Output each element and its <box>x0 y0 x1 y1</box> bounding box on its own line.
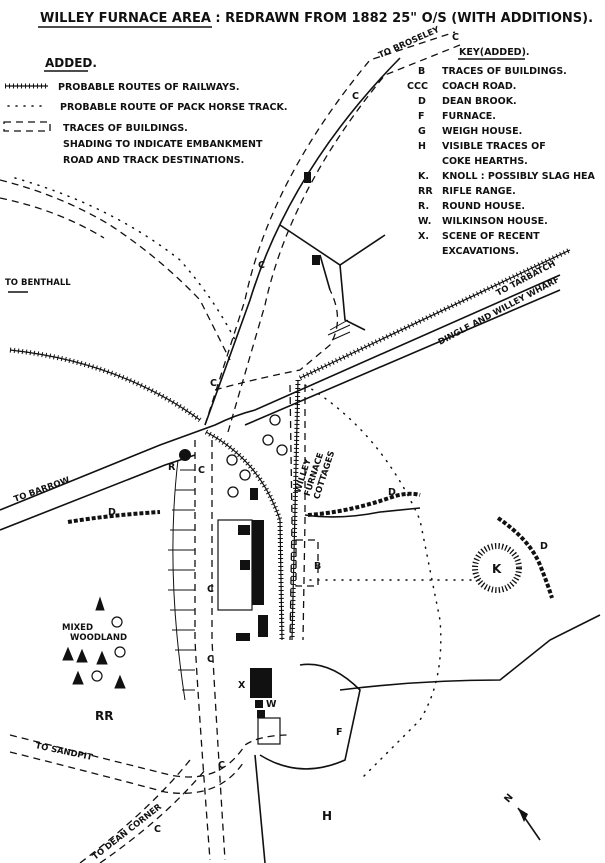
key-text: RIFLE RANGE. <box>442 186 516 197</box>
map-letter-c-5: C <box>198 465 205 476</box>
key-text: DEAN BROOK. <box>442 96 517 107</box>
woodland-trees <box>62 596 126 689</box>
legend-item-destinations: ROAD AND TRACK DESTINATIONS. <box>63 155 244 166</box>
key-text: EXCAVATIONS. <box>442 246 519 257</box>
map-letter-r: R <box>168 462 176 473</box>
dean-brook-west <box>67 510 161 524</box>
key-code: R. <box>418 201 429 212</box>
map-title: WILLEY FURNACE AREA : REDRAWN FROM 1882 … <box>40 11 593 26</box>
key-code: G <box>418 126 426 137</box>
map-letter-d-1: D <box>108 507 116 518</box>
map-letter-c-4: C <box>210 378 217 389</box>
key-text: ROUND HOUSE. <box>442 201 525 212</box>
map-key: KEY(ADDED). <box>458 47 530 60</box>
key-text: WEIGH HOUSE. <box>442 126 522 137</box>
label-to-barrow: TO BARROW <box>13 475 72 505</box>
map-letter-c-6: C <box>207 584 214 595</box>
key-code: K. <box>418 171 429 182</box>
key-text: COKE HEARTHS. <box>442 156 528 167</box>
key-code: X. <box>418 231 429 242</box>
map-letter-c-9: C <box>154 824 161 835</box>
knoll-hachure: K <box>472 543 522 593</box>
map-letter-c-8: C <box>218 760 225 771</box>
map-letter-k: K <box>492 562 502 576</box>
legend-item-railways: PROBABLE ROUTES OF RAILWAYS. <box>58 82 239 93</box>
legend-item-traces: TRACES OF BUILDINGS. <box>63 123 188 134</box>
map-letter-h: H <box>322 809 332 823</box>
map-letter-c-2: C <box>452 32 459 43</box>
dean-brook-knoll <box>496 516 554 599</box>
key-text: KNOLL : POSSIBLY SLAG HEA <box>442 171 596 182</box>
pack-horse-tracks <box>14 177 481 781</box>
key-code: B <box>418 66 425 77</box>
key-code: CCC <box>407 81 428 92</box>
key-text: VISIBLE TRACES OF <box>442 141 546 152</box>
legend-item-shading: SHADING TO INDICATE EMBANKMENT <box>63 139 263 150</box>
key-code: RR <box>418 186 433 197</box>
map-letter-f: F <box>336 727 343 738</box>
label-to-benthall: TO BENTHALL <box>5 278 71 288</box>
map-letter-d-2: D <box>388 487 396 498</box>
label-to-sandpit: TO SANDPIT <box>34 741 93 763</box>
added-legend: ADDED. PROBABLE ROUTES OF RAILWAYS. PROB… <box>3 56 287 166</box>
map-letter-x: X <box>238 680 246 691</box>
key-text: WILKINSON HOUSE. <box>442 216 548 227</box>
key-text: FURNACE. <box>442 111 496 122</box>
key-code: F <box>418 111 425 122</box>
label-woodland-1: MIXED <box>62 623 93 633</box>
map-letter-c-3: C <box>258 260 265 271</box>
north-arrow-icon: N <box>502 792 541 841</box>
key-code: W. <box>418 216 431 227</box>
railway-lines <box>9 247 572 641</box>
key-heading: KEY(ADDED). <box>459 47 530 58</box>
dashed-box-icon <box>3 121 51 132</box>
map-letter-c-1: C <box>352 91 359 102</box>
trees-cottages <box>226 414 288 498</box>
label-rifle-range: RR <box>95 709 113 723</box>
label-dingle-wharf: DINGLE AND WILLEY WHARF <box>437 275 562 348</box>
key-code: D <box>418 96 426 107</box>
label-cottages: WILLEY FURNACE COTTAGES <box>293 450 337 501</box>
key-text: SCENE OF RECENT <box>442 231 540 242</box>
key-code: H <box>418 141 426 152</box>
key-text: TRACES OF BUILDINGS. <box>442 66 567 77</box>
map-letter-c-7: C <box>207 654 214 665</box>
map-letter-b: B <box>314 561 321 572</box>
label-woodland-2: WOODLAND <box>70 633 127 643</box>
key-text: COACH ROAD. <box>442 81 516 92</box>
buildings <box>179 172 320 745</box>
key-list: B TRACES OF BUILDINGS. CCC COACH ROAD. D DEAN… <box>407 66 596 257</box>
embankment-shading <box>168 319 351 701</box>
added-legend-heading: ADDED. <box>45 56 97 70</box>
map-letter-d-3: D <box>540 541 548 552</box>
dean-brook-east <box>307 491 421 517</box>
map-letter-north: N <box>502 792 516 805</box>
label-to-broseley: TO BROSELEY <box>377 25 442 61</box>
map-letter-w: W <box>266 699 277 710</box>
legend-item-pack-horse: PROBABLE ROUTE OF PACK HORSE TRACK. <box>60 102 287 113</box>
